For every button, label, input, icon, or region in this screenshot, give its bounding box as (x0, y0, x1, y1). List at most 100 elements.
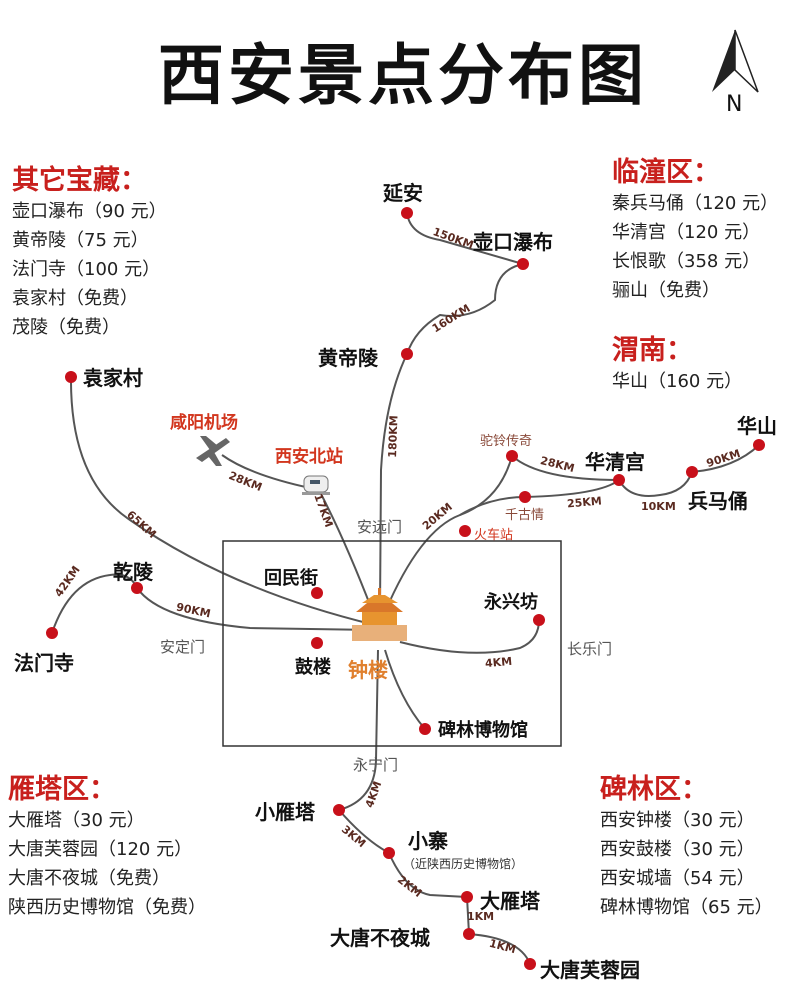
location-dot (383, 847, 395, 859)
place-qianling: 乾陵 (113, 560, 153, 584)
list-item: 大唐不夜城（免费） (8, 868, 170, 889)
place-airport: 咸阳机场 (170, 413, 238, 433)
panel-header: 临潼区： (612, 157, 720, 188)
gate-yongning: 永宁门 (353, 756, 399, 774)
gate-anding: 安定门 (160, 638, 206, 656)
place-huashan: 华山 (737, 414, 777, 438)
list-item: 骊山（免费） (612, 280, 720, 301)
place-xiaoyan: 小雁塔 (255, 800, 315, 824)
place-yongxing: 永兴坊 (484, 592, 538, 613)
location-dot (463, 928, 475, 940)
list-item: 秦兵马俑（120 元） (612, 193, 779, 214)
panel-header: 碑林区： (600, 774, 708, 805)
train-icon (302, 475, 330, 495)
list-item: 长恨歌（358 元） (612, 251, 761, 272)
route-xiaozhai-dayan (388, 852, 468, 898)
place-dayan: 大雁塔 (480, 889, 540, 913)
location-dot (533, 614, 545, 626)
list-item: 壶口瀑布（90 元） (12, 201, 167, 222)
location-dot (333, 804, 345, 816)
place-bingma: 兵马俑 (688, 489, 748, 513)
location-dot (686, 466, 698, 478)
page-title: 西安景点分布图 (158, 37, 648, 114)
route-dayan-datang (466, 896, 470, 935)
distance-label: 180KM (385, 415, 401, 458)
route-qianling-center (136, 587, 376, 631)
city-wall-box (222, 540, 562, 747)
location-dot (131, 582, 143, 594)
list-item: 西安鼓楼（30 元） (600, 839, 755, 860)
list-item: 陕西历史博物馆（免费） (8, 897, 206, 918)
location-dot (613, 474, 625, 486)
place-huaqing: 华清宫 (585, 450, 645, 474)
route-center-yongxing (399, 619, 540, 654)
list-item: 华清宫（120 元） (612, 222, 761, 243)
route-center-beilin (384, 649, 426, 730)
place-xiaozhai: 小寨 (408, 829, 448, 853)
place-train-station: 火车站 (474, 528, 514, 543)
route-bingma-huashan (691, 444, 760, 473)
list-item: 西安城墙（54 元） (600, 868, 755, 889)
route-yuanjia-center (69, 376, 376, 626)
place-datang-night: 大唐不夜城 (330, 926, 430, 950)
place-huimin: 回民街 (264, 568, 318, 589)
route-hukou-huangdi (406, 263, 524, 355)
list-item: 大雁塔（30 元） (8, 810, 145, 831)
distance-label: 4KM (484, 654, 513, 671)
panel-beilin: 碑林区： 西安钟楼（30 元） 西安鼓楼（30 元） 西安城墙（54 元） 碑林… (600, 767, 773, 922)
location-dot (401, 348, 413, 360)
panel-header: 雁塔区： (8, 774, 116, 805)
gate-changle: 长乐门 (567, 640, 613, 658)
panel-weinan: 渭南： 华山（160 元） (612, 328, 742, 396)
location-dot (461, 891, 473, 903)
location-dot (311, 637, 323, 649)
place-yanan: 延安 (383, 181, 423, 205)
place-gulou: 鼓楼 (295, 657, 331, 678)
place-zhonglou: 钟楼 (348, 658, 388, 682)
place-beilin-museum: 碑林博物馆 (438, 720, 528, 741)
location-dot (459, 525, 471, 537)
location-dot (65, 371, 77, 383)
panel-yanta: 雁塔区： 大雁塔（30 元） 大唐芙蓉园（120 元） 大唐不夜城（免费） 陕西… (8, 767, 206, 922)
list-item: 大唐芙蓉园（120 元） (8, 839, 193, 860)
list-item: 碑林博物馆（65 元） (600, 897, 773, 918)
north-arrow-icon (712, 29, 759, 93)
location-dot (401, 207, 413, 219)
north-label: N (726, 92, 743, 117)
route-famen-qianling (51, 573, 138, 634)
location-dot (519, 491, 531, 503)
list-item: 华山（160 元） (612, 371, 743, 392)
gate-anyuan: 安远门 (357, 518, 403, 536)
place-furong: 大唐芙蓉园 (540, 958, 640, 982)
list-item: 法门寺（100 元） (12, 259, 161, 280)
list-item: 茂陵（免费） (12, 317, 120, 338)
airplane-icon (196, 436, 230, 466)
route-north-center (319, 491, 373, 611)
location-dot (753, 439, 765, 451)
location-dot (506, 450, 518, 462)
panel-other: 其它宝藏： 壶口瀑布（90 元） 黄帝陵（75 元） 法门寺（100 元） 袁家… (12, 158, 167, 342)
location-dot (419, 723, 431, 735)
panel-header: 其它宝藏： (12, 165, 147, 196)
location-dot (46, 627, 58, 639)
place-famen: 法门寺 (14, 651, 74, 675)
bell-tower-icon (352, 588, 407, 641)
route-airport-north (221, 454, 311, 489)
list-item: 西安钟楼（30 元） (600, 810, 755, 831)
route-tuoling-huaqing (511, 455, 620, 481)
place-huangdi: 黄帝陵 (318, 346, 378, 370)
route-center-xiaoyan (338, 649, 379, 811)
place-xiaozhai-note: （近陕西历史博物馆） (403, 857, 524, 871)
distance-label: 1KM (467, 910, 495, 923)
place-tuoling: 驼铃传奇 (480, 434, 533, 449)
location-dot (517, 258, 529, 270)
panel-lintong: 临潼区： 秦兵马俑（120 元） 华清宫（120 元） 长恨歌（358 元） 骊… (612, 150, 778, 305)
place-yuanjia: 袁家村 (83, 366, 143, 390)
list-item: 袁家村（免费） (12, 288, 138, 309)
place-hukou: 壶口瀑布 (473, 230, 553, 254)
location-dot (311, 587, 323, 599)
list-item: 黄帝陵（75 元） (12, 230, 149, 251)
location-dot (524, 958, 536, 970)
distance-label: 10KM (641, 500, 676, 513)
